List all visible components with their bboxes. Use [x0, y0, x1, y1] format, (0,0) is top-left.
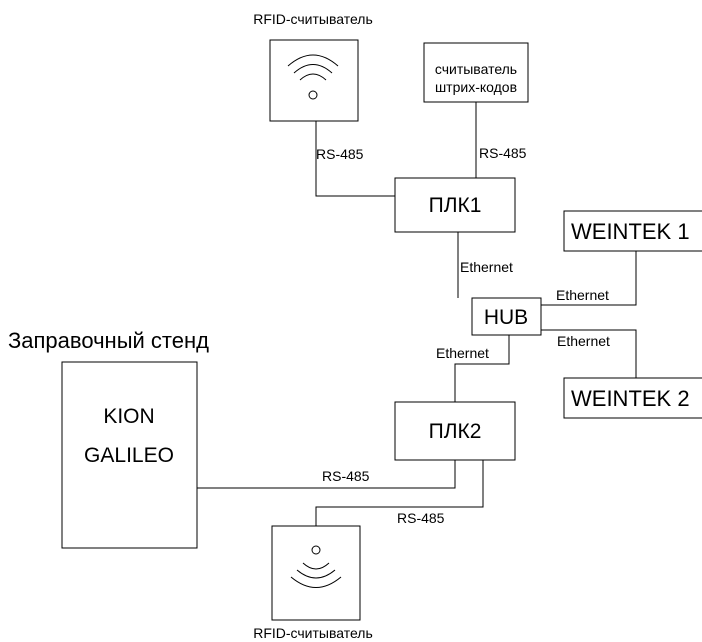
barcode-reader-line1: считыватель	[435, 61, 517, 77]
link-label-hub-plc2: Ethernet	[436, 345, 489, 361]
link-hub-weintek2	[541, 329, 637, 378]
link-label-station-plc2: RS-485	[322, 468, 370, 484]
rfid-waves-icon	[290, 545, 342, 588]
link-label-plc1-hub: Ethernet	[460, 259, 513, 275]
station-line1: KION	[103, 405, 154, 428]
link-station-plc2	[197, 460, 456, 489]
rfid-reader-bottom: RFID-считыватель	[253, 525, 373, 641]
hub: HUB	[471, 297, 542, 336]
weintek-1: WEINTEK 1	[563, 210, 702, 252]
barcode-reader-line2: штрих-кодов	[435, 79, 517, 95]
weintek-1-label: WEINTEK 1	[571, 219, 690, 244]
station-line2: GALILEO	[84, 444, 174, 467]
barcode-reader: считыватель штрих-кодов	[423, 42, 529, 103]
hub-box	[471, 297, 542, 336]
rfid-bottom-box	[271, 525, 361, 621]
barcode-reader-box	[423, 42, 529, 103]
link-label-rfid-bottom-plc2: RS-485	[397, 510, 445, 526]
link-label-hub-weintek2: Ethernet	[557, 333, 610, 349]
weintek-1-box	[563, 210, 702, 252]
station-title: Заправочный стенд	[8, 328, 209, 353]
link-label-hub-weintek1: Ethernet	[556, 287, 609, 303]
weintek-2-label: WEINTEK 2	[571, 386, 690, 411]
rfid-reader-top: RFID-считыватель	[253, 11, 373, 122]
connections	[197, 102, 637, 526]
link-labels: RS-485 RS-485 Ethernet Ethernet Ethernet…	[316, 145, 610, 526]
weintek-2: WEINTEK 2	[563, 377, 702, 419]
station-box	[61, 361, 198, 549]
fueling-station: Заправочный стенд KION GALILEO	[8, 328, 209, 549]
plc2: ПЛК2	[394, 401, 516, 461]
weintek-2-box	[563, 377, 702, 419]
link-label-rfid-top-plc1: RS-485	[316, 146, 364, 162]
link-hub-plc2	[454, 335, 510, 402]
rfid-top-label: RFID-считыватель	[253, 11, 373, 27]
link-label-barcode-plc1: RS-485	[479, 145, 527, 161]
plc1: ПЛК1	[394, 177, 516, 233]
plc1-label: ПЛК1	[429, 194, 482, 217]
link-rfid-top-plc1	[315, 121, 395, 197]
plc1-box	[394, 177, 516, 233]
rfid-waves-icon	[287, 54, 339, 100]
rfid-bottom-label: RFID-считыватель	[253, 625, 373, 641]
link-hub-weintek1	[541, 251, 637, 306]
hub-label: HUB	[484, 306, 528, 329]
plc2-box	[394, 401, 516, 461]
plc2-label: ПЛК2	[429, 420, 482, 443]
link-rfid-bottom-plc2	[315, 460, 484, 526]
rfid-top-box	[269, 39, 359, 122]
